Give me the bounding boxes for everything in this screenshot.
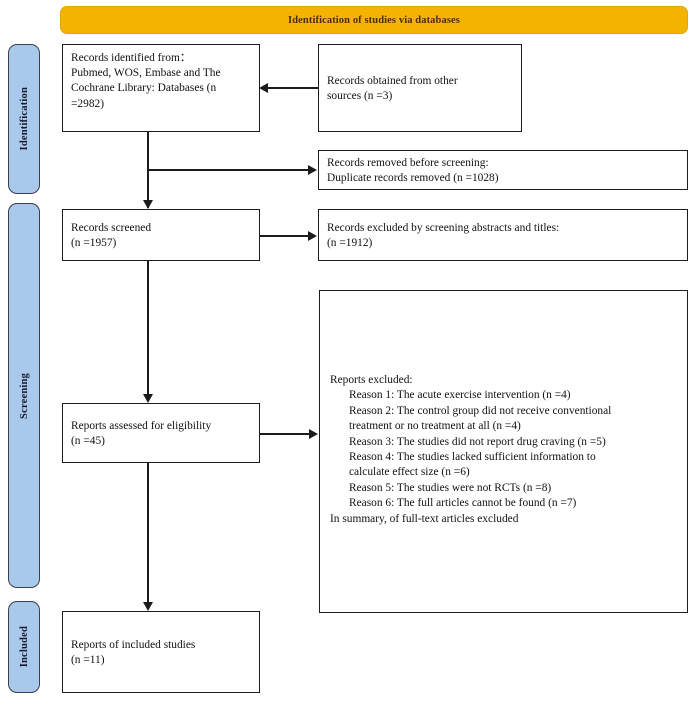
box-records-screened-text: Records screened (n =1957)	[71, 221, 152, 249]
box-reports-included-text: Reports of included studies (n =11)	[71, 638, 196, 666]
arrowhead-screened-to-excluded	[308, 231, 317, 241]
reports-excluded-content: Reports excluded: Reason 1: The acute ex…	[330, 373, 679, 527]
box-records-identified: Records identified from： Pubmed, WOS, Em…	[62, 44, 260, 132]
box-records-screened: Records screened (n =1957)	[62, 209, 260, 261]
box-records-removed: Records removed before screening: Duplic…	[318, 150, 688, 190]
connector-assessed-to-excluded	[260, 433, 310, 435]
connector-screened-to-excluded	[260, 235, 309, 237]
reports-excluded-summary: In summary, of full-text articles exclud…	[330, 512, 519, 525]
reports-excluded-reason-3: Reason 3: The studies did not report dru…	[349, 435, 606, 448]
reports-excluded-reason-2: Reason 2: The control group did not rece…	[349, 404, 612, 433]
identification-banner: Identification of studies via databases	[60, 6, 688, 34]
box-reports-included: Reports of included studies (n =11)	[62, 611, 260, 693]
phase-label-included: Included	[18, 626, 30, 668]
reports-excluded-reason-5: Reason 5: The studies were not RCTs (n =…	[349, 481, 552, 494]
box-records-identified-text: Records identified from： Pubmed, WOS, Em…	[71, 52, 221, 110]
phase-label-screening: Screening	[18, 372, 30, 419]
connector-to-records-removed	[147, 169, 309, 171]
reports-excluded-heading: Reports excluded:	[330, 374, 413, 386]
arrowhead-assessed-to-included	[143, 602, 153, 611]
box-reports-excluded: Reports excluded: Reason 1: The acute ex…	[319, 290, 688, 613]
phase-bar-identification: Identification	[8, 44, 40, 194]
reports-excluded-reason-1: Reason 1: The acute exercise interventio…	[349, 389, 571, 402]
box-records-removed-text: Records removed before screening: Duplic…	[327, 156, 499, 184]
reports-excluded-reason-6: Reason 6: The full articles cannot be fo…	[349, 497, 577, 510]
connector-assessed-to-included	[147, 463, 149, 609]
phase-bar-screening: Screening	[8, 203, 40, 588]
arrowhead-identified-to-screened	[143, 200, 153, 209]
box-records-excluded: Records excluded by screening abstracts …	[318, 209, 688, 261]
banner-title: Identification of studies via databases	[288, 14, 460, 26]
arrowhead-assessed-to-excluded	[309, 429, 318, 439]
connector-other-to-identified	[268, 87, 318, 89]
arrowhead-other-to-identified	[259, 83, 268, 93]
box-reports-assessed-text: Reports assessed for eligibility (n =45)	[71, 419, 212, 447]
arrowhead-screened-to-assessed	[143, 394, 153, 403]
box-records-other-sources: Records obtained from other sources (n =…	[318, 44, 522, 132]
box-records-excluded-text: Records excluded by screening abstracts …	[327, 221, 560, 249]
box-reports-assessed: Reports assessed for eligibility (n =45)	[62, 403, 260, 463]
phase-bar-included: Included	[8, 601, 40, 693]
reports-excluded-reason-4: Reason 4: The studies lacked sufficient …	[349, 451, 596, 479]
arrowhead-to-records-removed	[308, 165, 317, 175]
phase-label-identification: Identification	[18, 87, 30, 151]
connector-screened-to-assessed	[147, 261, 149, 401]
box-records-other-sources-text: Records obtained from other sources (n =…	[327, 74, 458, 102]
